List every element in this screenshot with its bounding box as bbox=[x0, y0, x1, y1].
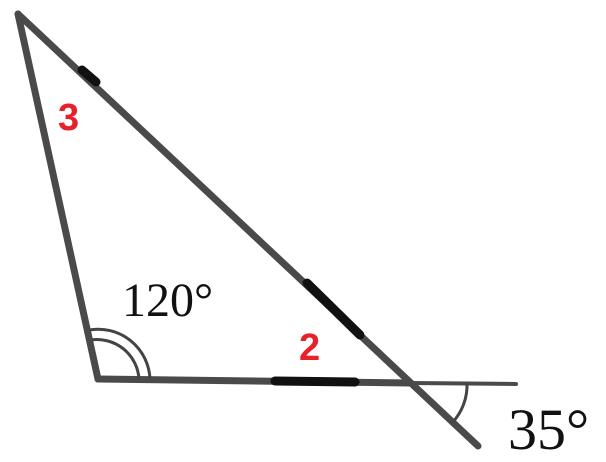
angle-number-3: 3 bbox=[58, 97, 79, 139]
side-left bbox=[14, 10, 102, 383]
angle-arc-120-inner bbox=[90, 338, 141, 380]
tick-mark-base bbox=[270, 376, 360, 387]
base-extension bbox=[408, 381, 518, 386]
angle-arc-35 bbox=[450, 382, 469, 425]
side-base bbox=[94, 375, 414, 387]
tick-mark-hypotenuse-lower bbox=[302, 278, 365, 340]
tick-mark-hypotenuse-upper bbox=[77, 65, 101, 87]
angle-arc-120-outer bbox=[88, 327, 152, 380]
angle-number-2: 2 bbox=[299, 327, 320, 369]
angle-label-35: 35° bbox=[508, 397, 589, 462]
angle-label-120: 120° bbox=[122, 274, 213, 327]
